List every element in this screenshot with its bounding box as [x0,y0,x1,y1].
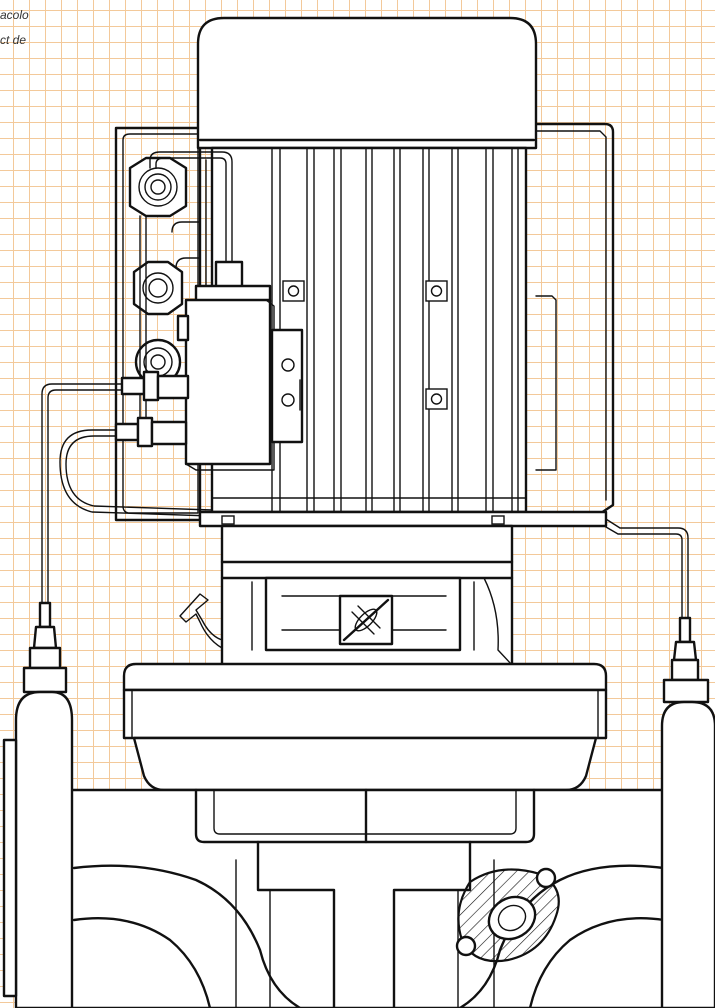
left-sensor-cable [22,383,213,694]
left-flange [2,690,74,1008]
bleed-valve [179,593,223,649]
sensor-connectors [114,370,190,448]
pump-head-flange [122,662,608,792]
casing-port [455,867,560,963]
motor-top-cap [196,16,538,150]
caption-line-2: ct de [0,33,27,47]
caption-line-1: acolo [0,8,29,22]
motor-lantern [198,510,608,667]
pump-casing [68,788,670,1008]
right-sensor-cable [593,513,710,704]
right-flange [660,700,715,1008]
sensor-terminal-box [176,260,304,471]
coupling-window [338,594,394,646]
